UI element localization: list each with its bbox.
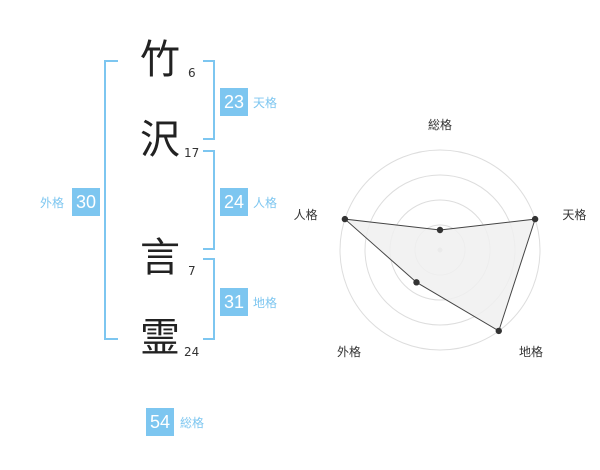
jinkaku-value: 24 bbox=[220, 188, 248, 216]
tenkaku-bracket bbox=[203, 60, 215, 140]
soukaku-label: 総格 bbox=[180, 416, 205, 430]
gaikaku-value: 30 bbox=[72, 188, 100, 216]
radar-series-area bbox=[343, 218, 536, 332]
radar-point-2 bbox=[531, 215, 539, 223]
radar-axis-label-5: 人格 bbox=[294, 207, 318, 222]
chikaku-bracket bbox=[203, 258, 215, 340]
soukaku-value: 54 bbox=[146, 408, 174, 436]
jinkaku-label: 人格 bbox=[253, 196, 278, 210]
name-char-1: 竹 bbox=[140, 37, 180, 83]
radar-point-5 bbox=[341, 215, 349, 223]
tenkaku-value: 23 bbox=[220, 88, 248, 116]
gaikaku-label: 外格 bbox=[40, 196, 65, 210]
name-char-3: 言 bbox=[140, 235, 180, 281]
tenkaku-label: 天格 bbox=[253, 96, 278, 110]
gaikaku-bracket bbox=[104, 60, 118, 340]
stroke-count-1: 6 bbox=[188, 66, 196, 80]
radar-axis-label-1: 総格 bbox=[428, 117, 452, 132]
radar-point-4 bbox=[413, 279, 420, 286]
radar-grid-ring bbox=[339, 149, 541, 351]
name-char-2: 沢 bbox=[140, 117, 180, 163]
radar-axis-label-4: 外格 bbox=[337, 344, 361, 359]
radar-point-1 bbox=[436, 226, 444, 234]
radar-axis-label-3: 地格 bbox=[519, 344, 543, 359]
chikaku-label: 地格 bbox=[253, 296, 278, 310]
name-char-4: 霊 bbox=[140, 315, 180, 361]
jinkaku-bracket bbox=[203, 150, 215, 250]
chikaku-value: 31 bbox=[220, 288, 248, 316]
radar-point-3 bbox=[495, 327, 502, 335]
radar-axis-label-2: 天格 bbox=[562, 207, 586, 222]
stroke-count-2: 17 bbox=[184, 146, 200, 160]
stroke-count-4: 24 bbox=[184, 345, 200, 359]
stroke-count-3: 7 bbox=[188, 264, 196, 278]
